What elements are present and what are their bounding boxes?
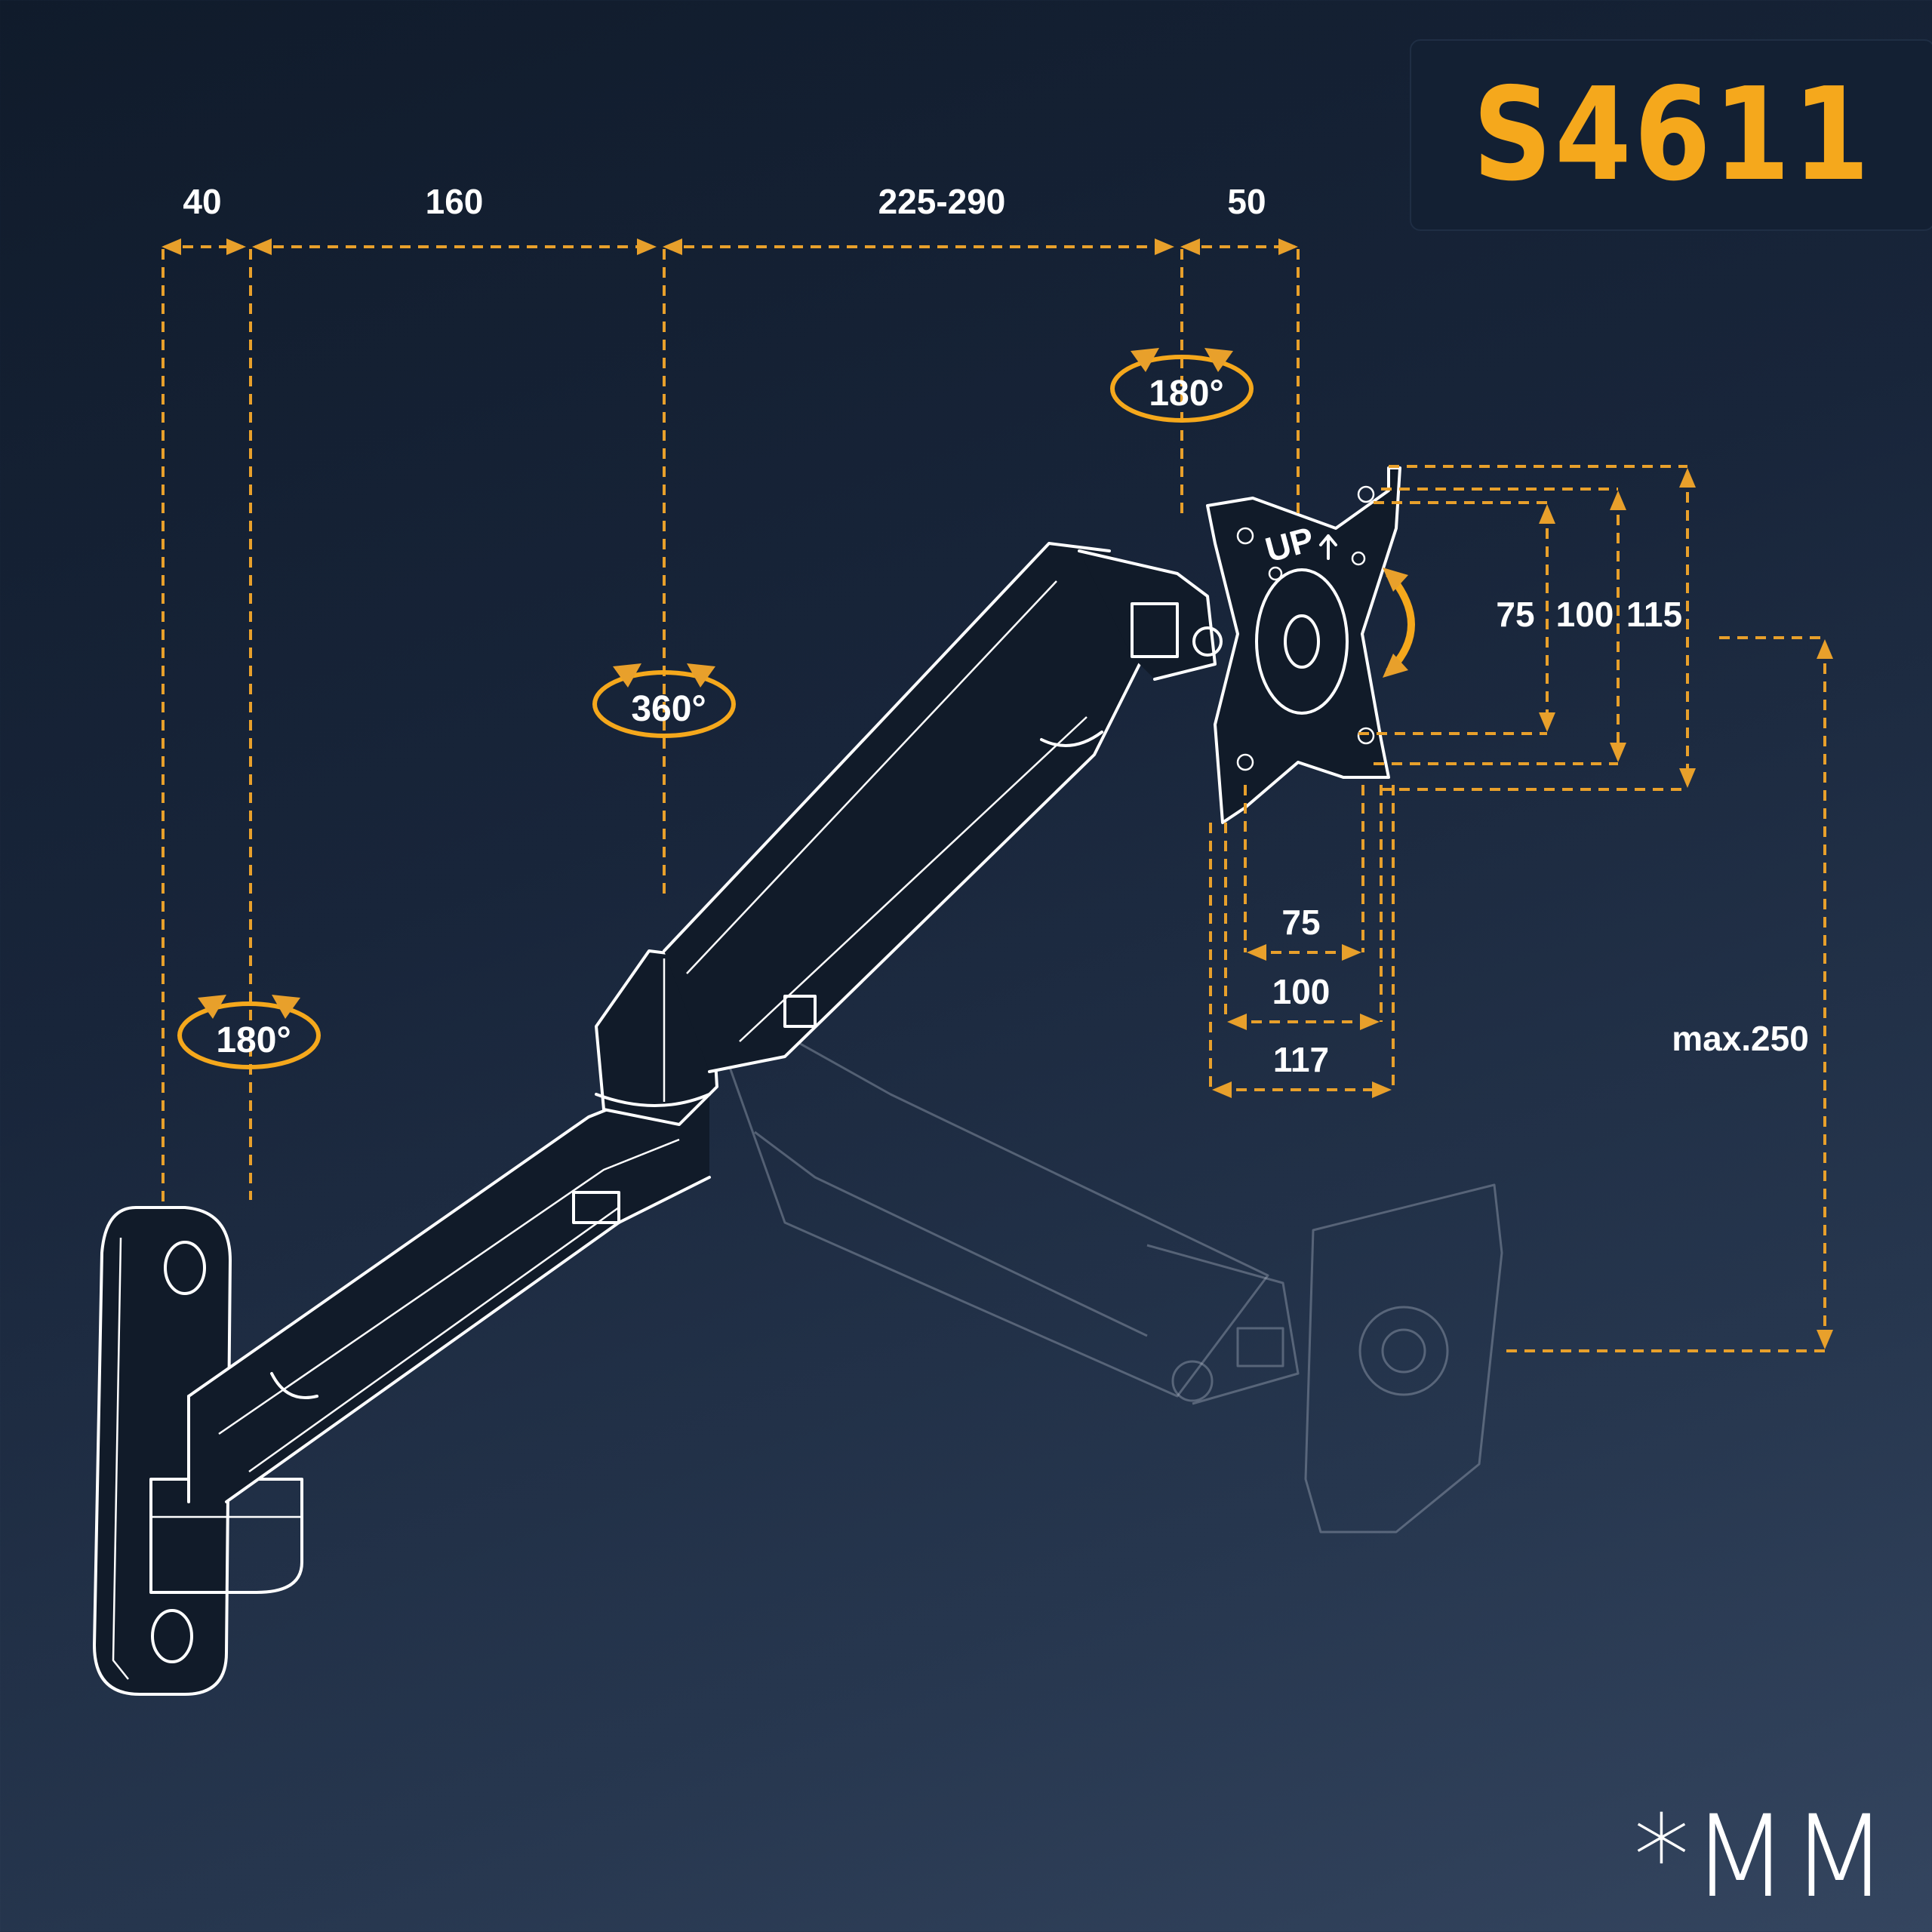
vesa-horizontal-2: 117 — [1273, 1040, 1329, 1079]
dim-top-0: 40 — [183, 182, 221, 221]
upper-arm — [663, 542, 1164, 1073]
vesa-vertical-1: 100 — [1556, 595, 1614, 634]
vesa-horizontal-0: 75 — [1281, 903, 1320, 942]
dimension-lines — [162, 238, 1833, 1352]
vesa-plate: UP — [1206, 466, 1401, 824]
wall-plate — [93, 1206, 303, 1696]
height-adjust-label: max.250 — [1672, 1019, 1809, 1058]
model-badge: S4611 — [1410, 39, 1932, 231]
lower-arm — [187, 1070, 711, 1503]
rotation-label-wall: 180° — [216, 1020, 291, 1060]
tilt-head — [1078, 549, 1223, 681]
vesa-vertical-0: 75 — [1496, 595, 1534, 634]
vesa-horizontal-1: 100 — [1272, 972, 1331, 1011]
dimension-labels: 40 160 225-290 50 75 100 115 75 100 117 … — [183, 182, 1808, 1079]
dim-top-3: 50 — [1227, 182, 1266, 221]
rotation-ring-head: 180° — [1110, 348, 1254, 423]
vesa-vertical-2: 115 — [1626, 595, 1682, 634]
dim-top-2: 225-290 — [878, 182, 1006, 221]
rotation-label-arm: 360° — [631, 689, 706, 729]
lowered-position-ghost — [700, 987, 1503, 1534]
rotation-ring-wall: 180° — [177, 995, 321, 1069]
dim-top-1: 160 — [426, 182, 484, 221]
model-number: S4611 — [1472, 60, 1872, 210]
rotation-label-head: 180° — [1149, 374, 1223, 414]
unit-mark: *MM — [1633, 1792, 1890, 1923]
rotation-ring-arm: 360° — [592, 663, 736, 738]
